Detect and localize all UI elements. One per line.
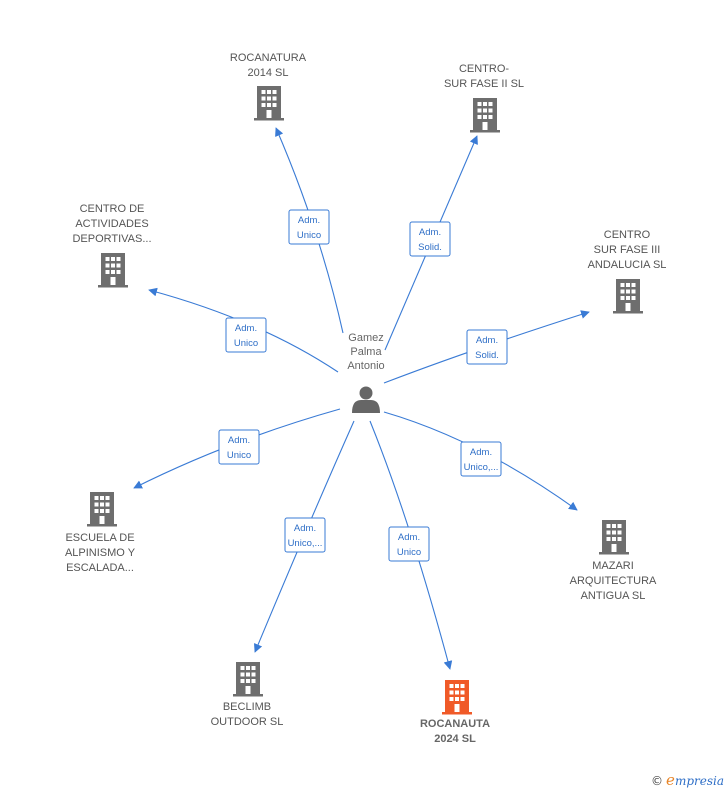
company-name-line: ESCUELA DE [65,532,134,544]
company-node-centro-sur-fase-ii[interactable]: CENTRO- SUR FASE II SL [444,63,524,133]
copyright-symbol: © [651,774,664,788]
building-icon [254,86,284,121]
role-label-text: Adm. [419,227,441,238]
role-label-centro-sur-fase-ii[interactable]: Adm. Solid. [409,221,451,257]
role-label-box [284,517,326,553]
role-label-box [409,221,451,257]
role-label-box [388,526,430,562]
role-label-text: Adm. [235,323,257,334]
company-name-line: SUR FASE II SL [444,78,524,90]
person-icon [352,386,380,413]
company-name-line: ANTIGUA SL [581,590,646,602]
company-node-beclimb[interactable]: BECLIMB OUTDOOR SL [211,662,284,728]
role-label-beclimb[interactable]: Adm. Unico,... [284,517,326,553]
company-node-escuela-alpinismo[interactable]: ESCUELA DE ALPINISMO Y ESCALADA... [65,492,136,574]
role-label-rocanauta[interactable]: Adm. Unico [388,526,430,562]
role-label-box [466,329,508,365]
role-label-text: Unico,... [288,538,323,549]
role-label-text: Solid. [418,242,442,253]
company-node-centro-sur-fase-iii[interactable]: CENTRO SUR FASE III ANDALUCIA SL [588,229,667,314]
company-name-line: DEPORTIVAS... [72,233,151,245]
role-label-text: Adm. [470,447,492,458]
role-label-text: Adm. [228,435,250,446]
company-name-line: ALPINISMO Y [65,547,136,559]
company-node-rocanauta[interactable]: ROCANAUTA 2024 SL [420,680,490,745]
copyright-footer: ©empresia [651,771,724,789]
company-name-line: ESCALADA... [66,562,134,574]
company-name-line: OUTDOOR SL [211,716,284,728]
role-label-text: Unico [234,338,258,349]
company-node-rocanatura[interactable]: ROCANATURA 2014 SL [230,52,307,121]
role-label-text: Unico,... [464,462,499,473]
company-name-line: MAZARI [592,560,634,572]
role-label-text: Adm. [398,532,420,543]
person-name-line: Antonio [347,360,384,372]
role-label-text: Unico [297,230,321,241]
person-name-line: Palma [350,346,382,358]
company-name-line: BECLIMB [223,701,271,713]
role-label-escuela-alpinismo[interactable]: Adm. Unico [218,429,260,465]
role-label-text: Solid. [475,350,499,361]
brand-initial: e [666,771,675,789]
building-icon [233,662,263,697]
role-label-text: Unico [227,450,251,461]
company-node-mazari[interactable]: MAZARI ARQUITECTURA ANTIGUA SL [570,520,657,602]
person-name-line: Gamez [348,332,383,344]
role-label-text: Adm. [294,523,316,534]
company-name-line: 2024 SL [434,733,476,745]
role-label-box [218,429,260,465]
role-label-centro-actividades[interactable]: Adm. Unico [225,317,267,353]
company-name-line: CENTRO- [459,63,509,75]
building-icon [470,98,500,133]
role-label-text: Unico [397,547,421,558]
company-name-line: ARQUITECTURA [570,575,657,587]
building-icon [613,279,643,314]
role-label-box [460,441,502,477]
building-icon [87,492,117,527]
company-name-line: SUR FASE III [594,244,661,256]
role-label-box [288,209,330,245]
role-label-mazari[interactable]: Adm. Unico,... [460,441,502,477]
building-icon [442,680,472,715]
role-label-text: Adm. [298,215,320,226]
company-name-line: ROCANATURA [230,52,307,64]
company-name-line: ACTIVIDADES [75,218,148,230]
brand-name: mpresia [674,774,724,788]
role-label-text: Adm. [476,335,498,346]
edges-layer [133,127,590,670]
role-label-centro-sur-fase-iii[interactable]: Adm. Solid. [466,329,508,365]
company-name-line: CENTRO DE [80,203,145,215]
company-name-line: CENTRO [604,229,651,241]
building-icon [98,253,128,288]
company-node-centro-actividades[interactable]: CENTRO DE ACTIVIDADES DEPORTIVAS... [72,203,152,288]
company-name-line: 2014 SL [248,67,289,79]
role-label-box [225,317,267,353]
role-label-rocanatura[interactable]: Adm. Unico [288,209,330,245]
company-name-line: ROCANAUTA [420,718,490,730]
building-icon [599,520,629,555]
company-name-line: ANDALUCIA SL [588,259,667,271]
